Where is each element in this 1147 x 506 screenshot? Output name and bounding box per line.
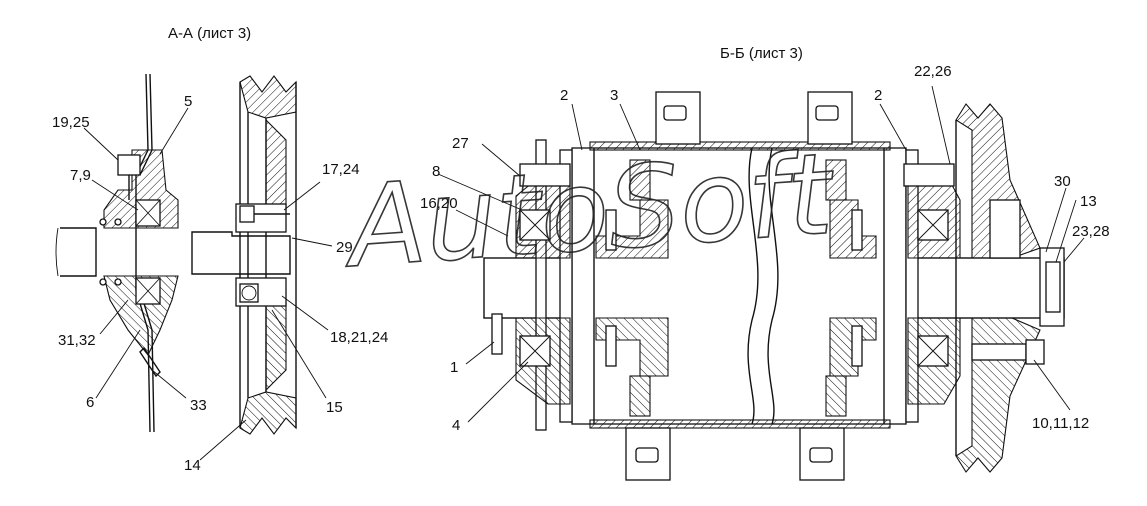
callout-2-left: 2	[560, 87, 568, 104]
callout-23-28: 23,28	[1072, 223, 1110, 240]
drum-shell-bottom	[589, 419, 891, 429]
left-side-plate	[535, 139, 547, 431]
bolt-22	[903, 163, 955, 187]
tension-bolt	[971, 343, 1027, 361]
bolt-head	[117, 154, 141, 176]
callout-8: 8	[432, 163, 440, 180]
callout-27: 27	[452, 135, 469, 152]
view-a-a: А-А (лист 3)	[52, 25, 388, 474]
callout-16-20: 16,20	[420, 195, 458, 212]
pulley-web	[239, 82, 297, 428]
callout-14: 14	[184, 457, 201, 474]
callout-5: 5	[184, 93, 192, 110]
key-1	[491, 313, 503, 355]
callout-2-right: 2	[874, 87, 882, 104]
shaft-left	[60, 227, 97, 277]
callout-31-32: 31,32	[58, 332, 96, 349]
drum-shell-top	[589, 141, 891, 151]
callout-17-24: 17,24	[322, 161, 360, 178]
callout-33: 33	[190, 397, 207, 414]
callout-15: 15	[326, 399, 343, 416]
bolt-27	[519, 163, 571, 187]
view-a-a-title: А-А (лист 3)	[168, 25, 251, 42]
callout-4: 4	[452, 417, 460, 434]
housing-plate	[135, 73, 151, 433]
callout-18-21-24: 18,21,24	[330, 329, 388, 346]
callout-22-26: 22,26	[914, 63, 952, 80]
view-b-b: Б-Б (лист 3)	[420, 45, 1110, 481]
callout-7-9: 7,9	[70, 167, 91, 184]
callout-10-11-12: 10,11,12	[1032, 415, 1089, 432]
paddle-top-left	[655, 91, 701, 145]
callout-19-25: 19,25	[52, 114, 90, 131]
callout-13: 13	[1080, 193, 1097, 210]
pulley-groove-top	[239, 75, 297, 119]
grease-fitting	[139, 346, 161, 378]
paddle-bottom-left	[625, 427, 671, 481]
callout-1: 1	[450, 359, 458, 376]
shaft-right	[191, 231, 291, 275]
callout-29: 29	[336, 239, 353, 256]
break-line-2	[767, 147, 779, 425]
callout-6: 6	[86, 394, 94, 411]
pulley-groove-bottom	[239, 391, 297, 435]
view-b-b-title: Б-Б (лист 3)	[720, 45, 803, 62]
callout-3: 3	[610, 87, 618, 104]
paddle-bottom-right	[799, 427, 845, 481]
paddle-top-right	[807, 91, 853, 145]
callout-30: 30	[1054, 173, 1071, 190]
break-line-1	[747, 147, 759, 425]
